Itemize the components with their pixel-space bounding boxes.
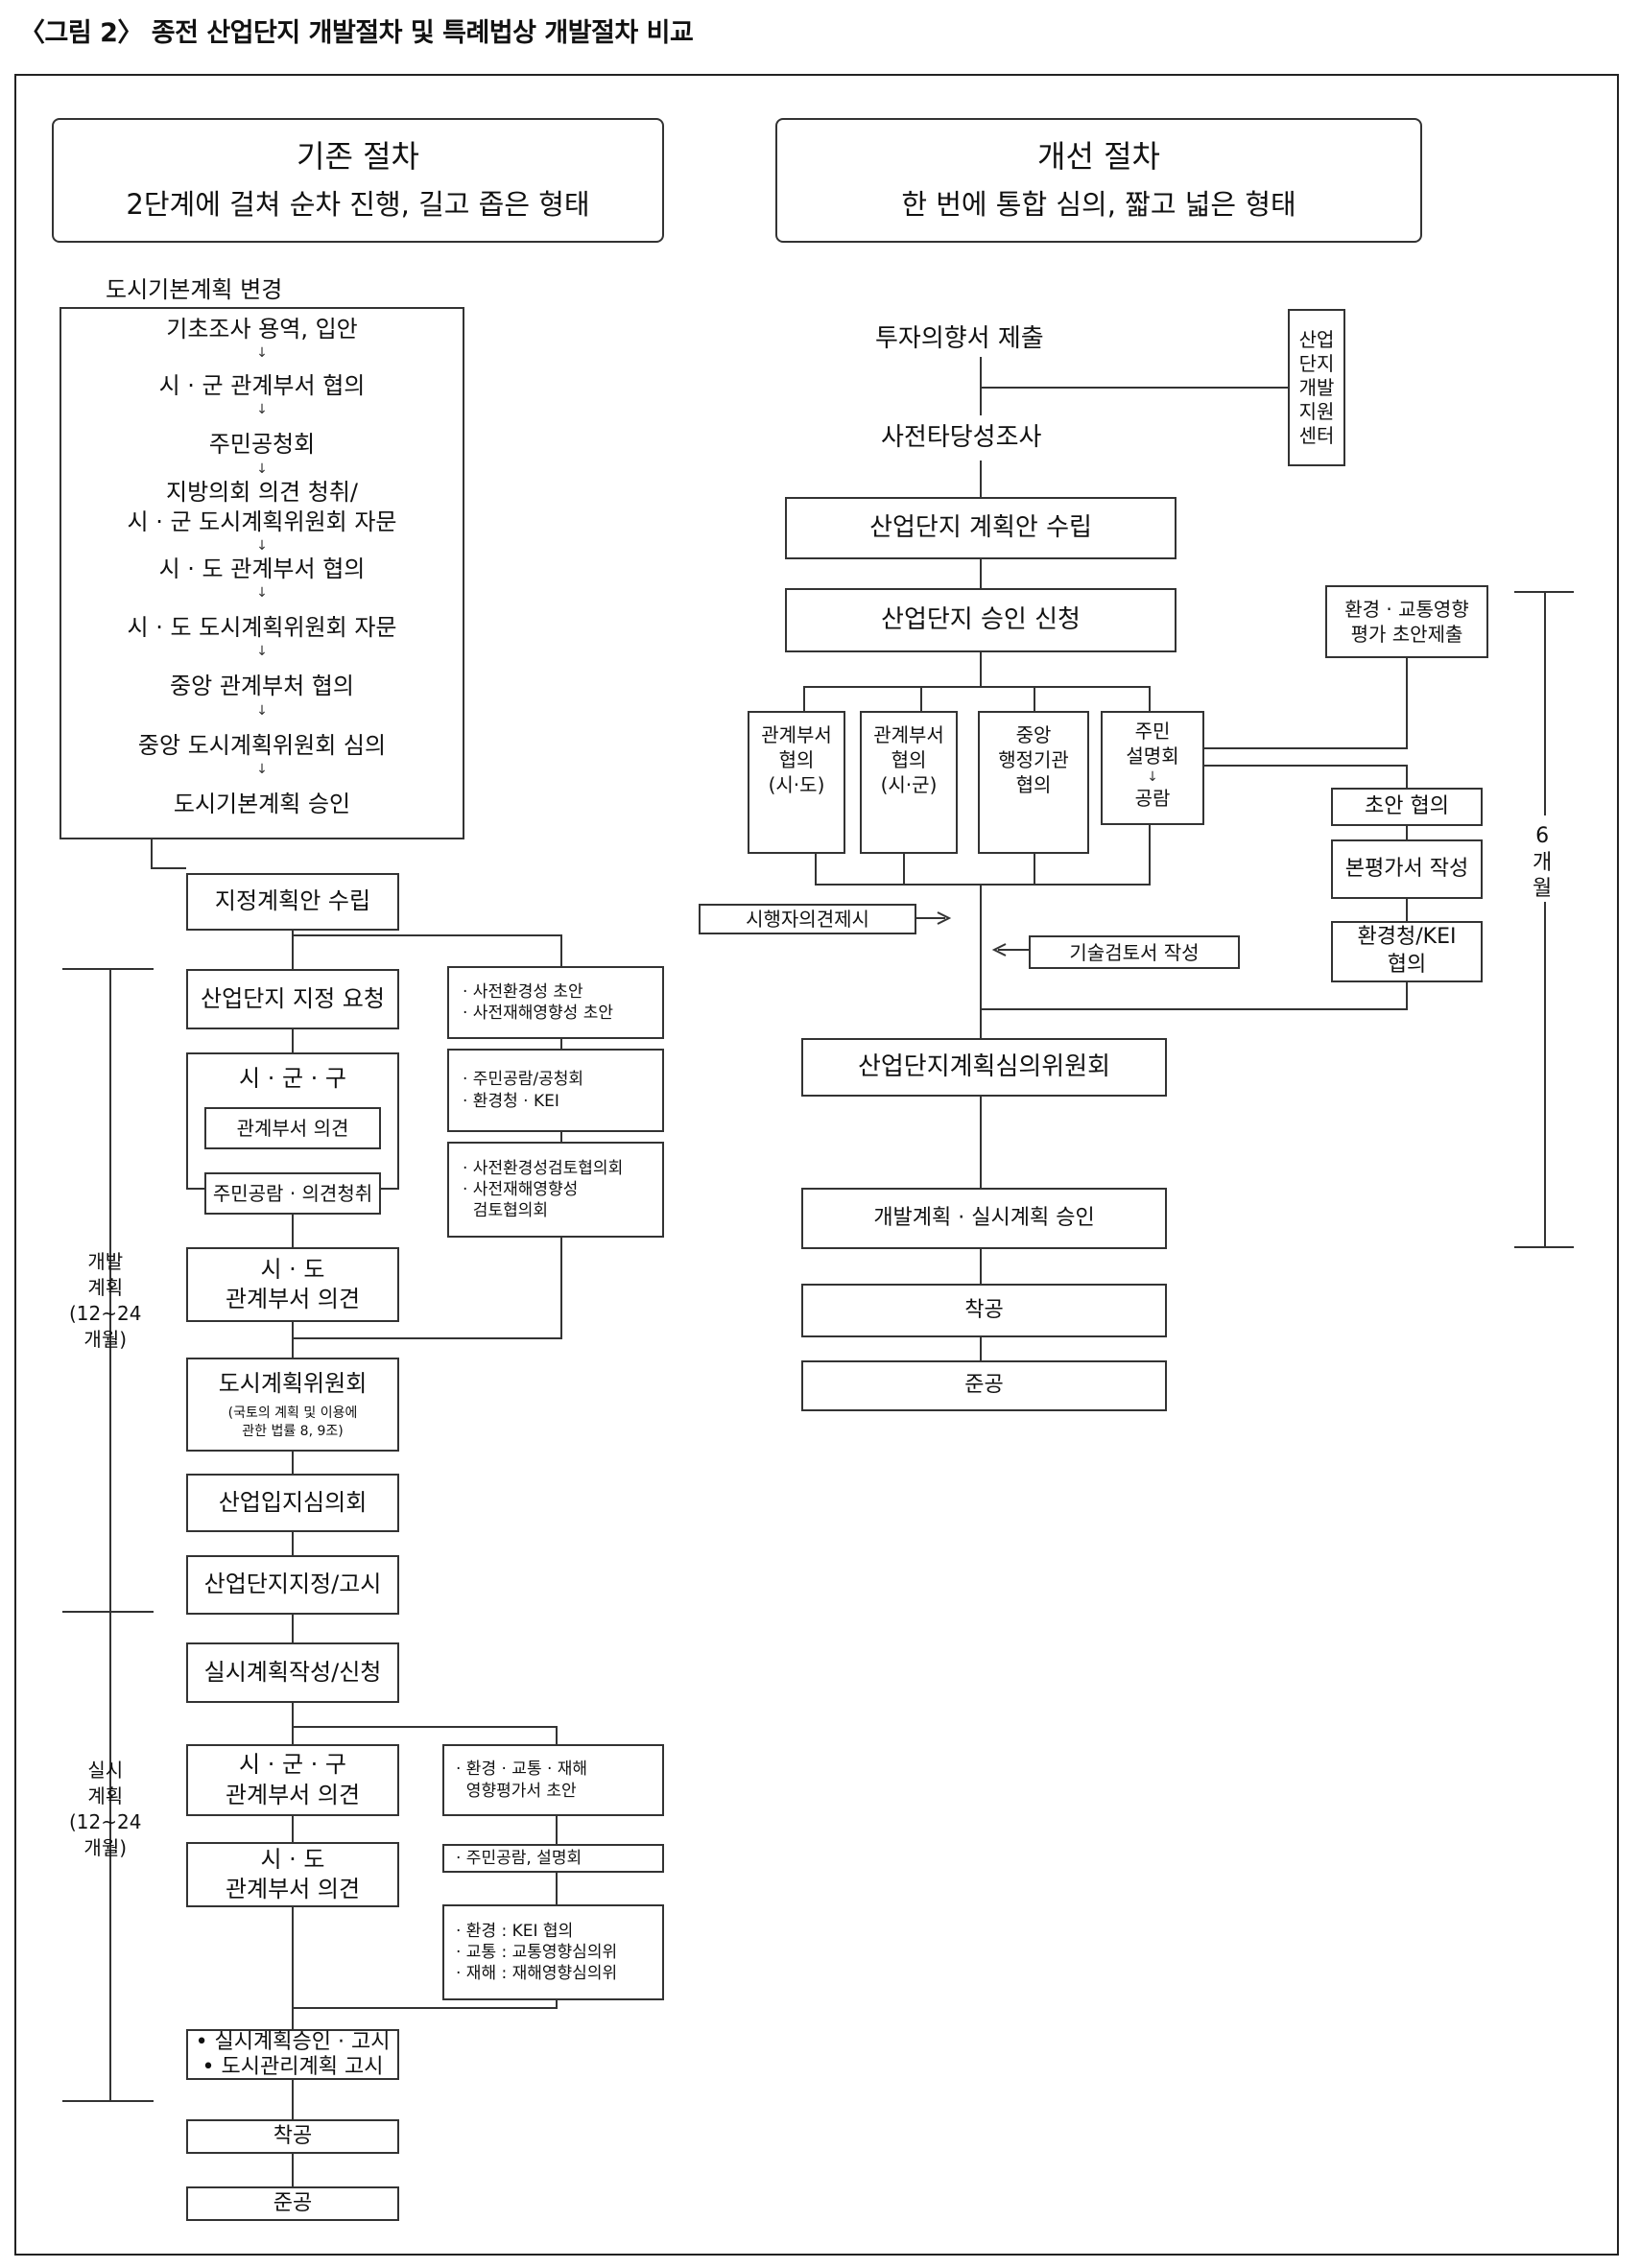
designation-notice-box: 산업단지지정/고시 — [186, 1555, 399, 1615]
impl-approval-box: • 실시계획승인 · 고시 • 도시관리계획 고시 — [186, 2029, 399, 2080]
city-plan-box: 기초조사 용역, 입안 ↓ 시 · 군 관계부서 협의 ↓ 주민공청회 ↓ 지방… — [59, 307, 464, 839]
right-header: 개선 절차 한 번에 통합 심의, 짧고 넓은 형태 — [775, 118, 1422, 243]
city-plan-step: 시 · 군 관계부서 협의 — [158, 372, 366, 400]
left-header-title: 기존 절차 — [297, 138, 419, 176]
approval-request-box: 산업단지 승인 신청 — [785, 588, 1177, 652]
side-box-6: · 환경 : KEI 협의 · 교통 : 교통영향심의위 · 재해 : 재해영향… — [442, 1904, 664, 2000]
sgg-sub-box-1: 관계부서 의견 — [204, 1107, 381, 1149]
sgg-title: 시 · 군 · 구 — [238, 1065, 346, 1092]
left-completion-box: 준공 — [186, 2186, 399, 2221]
feasibility-label: 사전타당성조사 — [881, 423, 1042, 452]
sgg-sub-box-2: 주민공람 · 의견청취 — [204, 1172, 381, 1215]
support-center-box: 산업 단지 개발 지원 센터 — [1288, 309, 1345, 466]
down-arrow-icon: ↓ — [256, 761, 268, 777]
side-box-3: · 사전환경성검토협의회 · 사전재해영향성 검토협의회 — [447, 1142, 664, 1238]
down-arrow-icon: ↓ — [256, 585, 268, 602]
env-eval-box: 환경 · 교통영향 평가 초안제출 — [1325, 585, 1488, 658]
city-committee-box: 도시계획위원회 (국토의 계획 및 이용에 관한 법률 8, 9조) — [186, 1358, 399, 1452]
consult-box-3: 중앙 행정기관 협의 — [978, 711, 1089, 854]
side-box-5: · 주민공람, 설명회 — [442, 1844, 664, 1873]
phase-impl-label: 실시 계획 (12~24 개월) — [69, 1759, 142, 1859]
committee-box: 산업단지계획심의위원회 — [801, 1038, 1167, 1097]
down-arrow-icon: ↓ — [256, 702, 268, 719]
phase-dev-label: 개발 계획 (12~24 개월) — [69, 1250, 142, 1351]
resident-box: 주민 설명회 ↓ 공람 — [1101, 711, 1204, 825]
city-plan-step: 시 · 도 도시계획위원회 자문 — [127, 614, 397, 642]
draft-consult-box: 초안 협의 — [1331, 788, 1483, 826]
down-arrow-icon: ↓ — [256, 461, 268, 477]
down-arrow-icon: ↓ — [256, 345, 268, 362]
city-plan-step: 중앙 도시계획위원회 심의 — [137, 731, 387, 759]
right-header-subtitle: 한 번에 통합 심의, 짧고 넓은 형태 — [901, 187, 1296, 221]
city-plan-step: 주민공청회 — [208, 431, 316, 459]
impl-plan-box: 실시계획작성/신청 — [186, 1642, 399, 1703]
kei-consult-box: 환경청/KEI 협의 — [1331, 921, 1483, 982]
dev-approval-box: 개발계획 · 실시계획 승인 — [801, 1188, 1167, 1249]
plan-setup-box: 산업단지 계획안 수립 — [785, 497, 1177, 559]
city-plan-step: 시 · 도 관계부서 협의 — [158, 555, 366, 582]
implementer-box: 시행자의견제시 — [699, 904, 916, 934]
consult-box-1: 관계부서 협의 (시·도) — [748, 711, 845, 854]
sido-box-2: 시 · 도 관계부서 의견 — [186, 1842, 399, 1907]
right-construction-start-box: 착공 — [801, 1284, 1167, 1337]
city-plan-step: 기초조사 용역, 입안 — [166, 316, 358, 343]
left-construction-start-box: 착공 — [186, 2119, 399, 2154]
main-eval-box: 본평가서 작성 — [1331, 839, 1483, 899]
city-plan-change-label: 도시기본계획 변경 — [106, 276, 283, 303]
designation-plan-box: 지정계획안 수립 — [186, 873, 399, 931]
location-council-box: 산업입지심의회 — [186, 1474, 399, 1532]
duration-label: 6 개 월 — [1533, 824, 1553, 901]
city-plan-step: 도시기본계획 승인 — [173, 790, 351, 817]
side-box-1: · 사전환경성 초안 · 사전재해영향성 초안 — [447, 966, 664, 1039]
right-completion-box: 준공 — [801, 1360, 1167, 1411]
city-committee-note: 관한 법률 8, 9조) — [242, 1423, 344, 1439]
left-header: 기존 절차 2단계에 걸쳐 순차 진행, 길고 좁은 형태 — [52, 118, 664, 243]
city-committee-title: 도시계획위원회 — [218, 1370, 368, 1398]
down-arrow-icon: ↓ — [256, 644, 268, 660]
figure-frame — [14, 74, 1619, 2256]
down-arrow-icon: ↓ — [256, 537, 268, 554]
city-plan-step: 중앙 관계부처 협의 — [170, 673, 354, 700]
down-arrow-icon: ↓ — [256, 402, 268, 418]
city-plan-step: 지방의회 의견 청취/ — [166, 478, 358, 506]
sgg-box-2: 시 · 군 · 구 관계부서 의견 — [186, 1744, 399, 1816]
designation-request-box: 산업단지 지정 요청 — [186, 969, 399, 1029]
left-header-subtitle: 2단계에 걸쳐 순차 진행, 길고 좁은 형태 — [126, 187, 590, 221]
city-committee-note: (국토의 계획 및 이용에 — [227, 1406, 358, 1422]
side-box-2: · 주민공람/공청회 · 환경청 · KEI — [447, 1049, 664, 1132]
tech-review-box: 기술검토서 작성 — [1029, 935, 1240, 969]
sido-box-1: 시 · 도 관계부서 의견 — [186, 1247, 399, 1322]
city-plan-step: 시 · 군 도시계획위원회 자문 — [127, 508, 397, 535]
right-header-title: 개선 절차 — [1037, 138, 1160, 176]
side-box-4: · 환경 · 교통 · 재해 영향평가서 초안 — [442, 1744, 664, 1816]
consult-box-2: 관계부서 협의 (시·군) — [860, 711, 958, 854]
investment-label: 투자의향서 제출 — [875, 324, 1044, 353]
figure-title: 〈그림 2〉 종전 산업단지 개발절차 및 특례법상 개발절차 비교 — [19, 18, 694, 48]
down-arrow-icon: ↓ — [1147, 769, 1158, 785]
